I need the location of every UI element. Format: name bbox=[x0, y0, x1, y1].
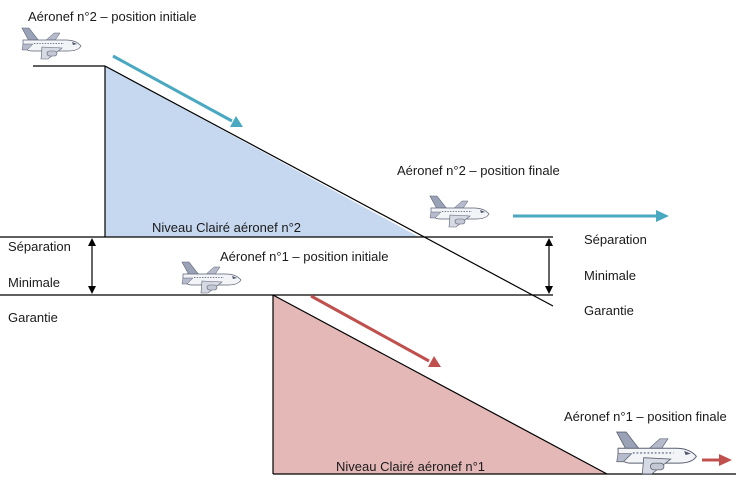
aircraft2-descent-line bbox=[104, 65, 554, 307]
left-separation-label: Séparation bbox=[8, 239, 71, 254]
aircraft2-descent-area bbox=[105, 66, 419, 237]
aircraft2-initial-label: Aéronef n°2 – position initiale bbox=[28, 9, 197, 24]
cleared-level-1-label: Niveau Clairé aéronef n°1 bbox=[336, 459, 485, 474]
left-separation-arrow bbox=[88, 238, 96, 294]
aircraft2-final-label: Aéronef n°2 – position finale bbox=[397, 163, 560, 178]
airplane-icon bbox=[429, 195, 490, 228]
aircraft2-level-arrow bbox=[513, 210, 669, 222]
aircraft1-descent-line bbox=[272, 294, 608, 475]
right-separation-arrow bbox=[545, 238, 553, 294]
aircraft2-descent-arrow bbox=[112, 54, 243, 127]
right-guaranteed-label: Garantie bbox=[584, 303, 634, 318]
aircraft1-initial-label: Aéronef n°1 – position initiale bbox=[220, 249, 389, 264]
aircraft1-final-label: Aéronef n°1 – position finale bbox=[564, 409, 727, 424]
cleared-level-2-label: Niveau Clairé aéronef n°2 bbox=[152, 220, 301, 235]
left-guaranteed-label: Garantie bbox=[8, 310, 58, 325]
aircraft1-descent-arrow bbox=[310, 294, 441, 367]
airplane-icon bbox=[181, 261, 242, 294]
right-minimum-label: Minimale bbox=[584, 268, 636, 283]
airplane-icon bbox=[616, 431, 698, 475]
airplane-icon bbox=[21, 27, 82, 60]
right-separation-label: Séparation bbox=[584, 232, 647, 247]
aircraft1-level-arrow bbox=[702, 454, 732, 466]
left-minimum-label: Minimale bbox=[8, 275, 60, 290]
